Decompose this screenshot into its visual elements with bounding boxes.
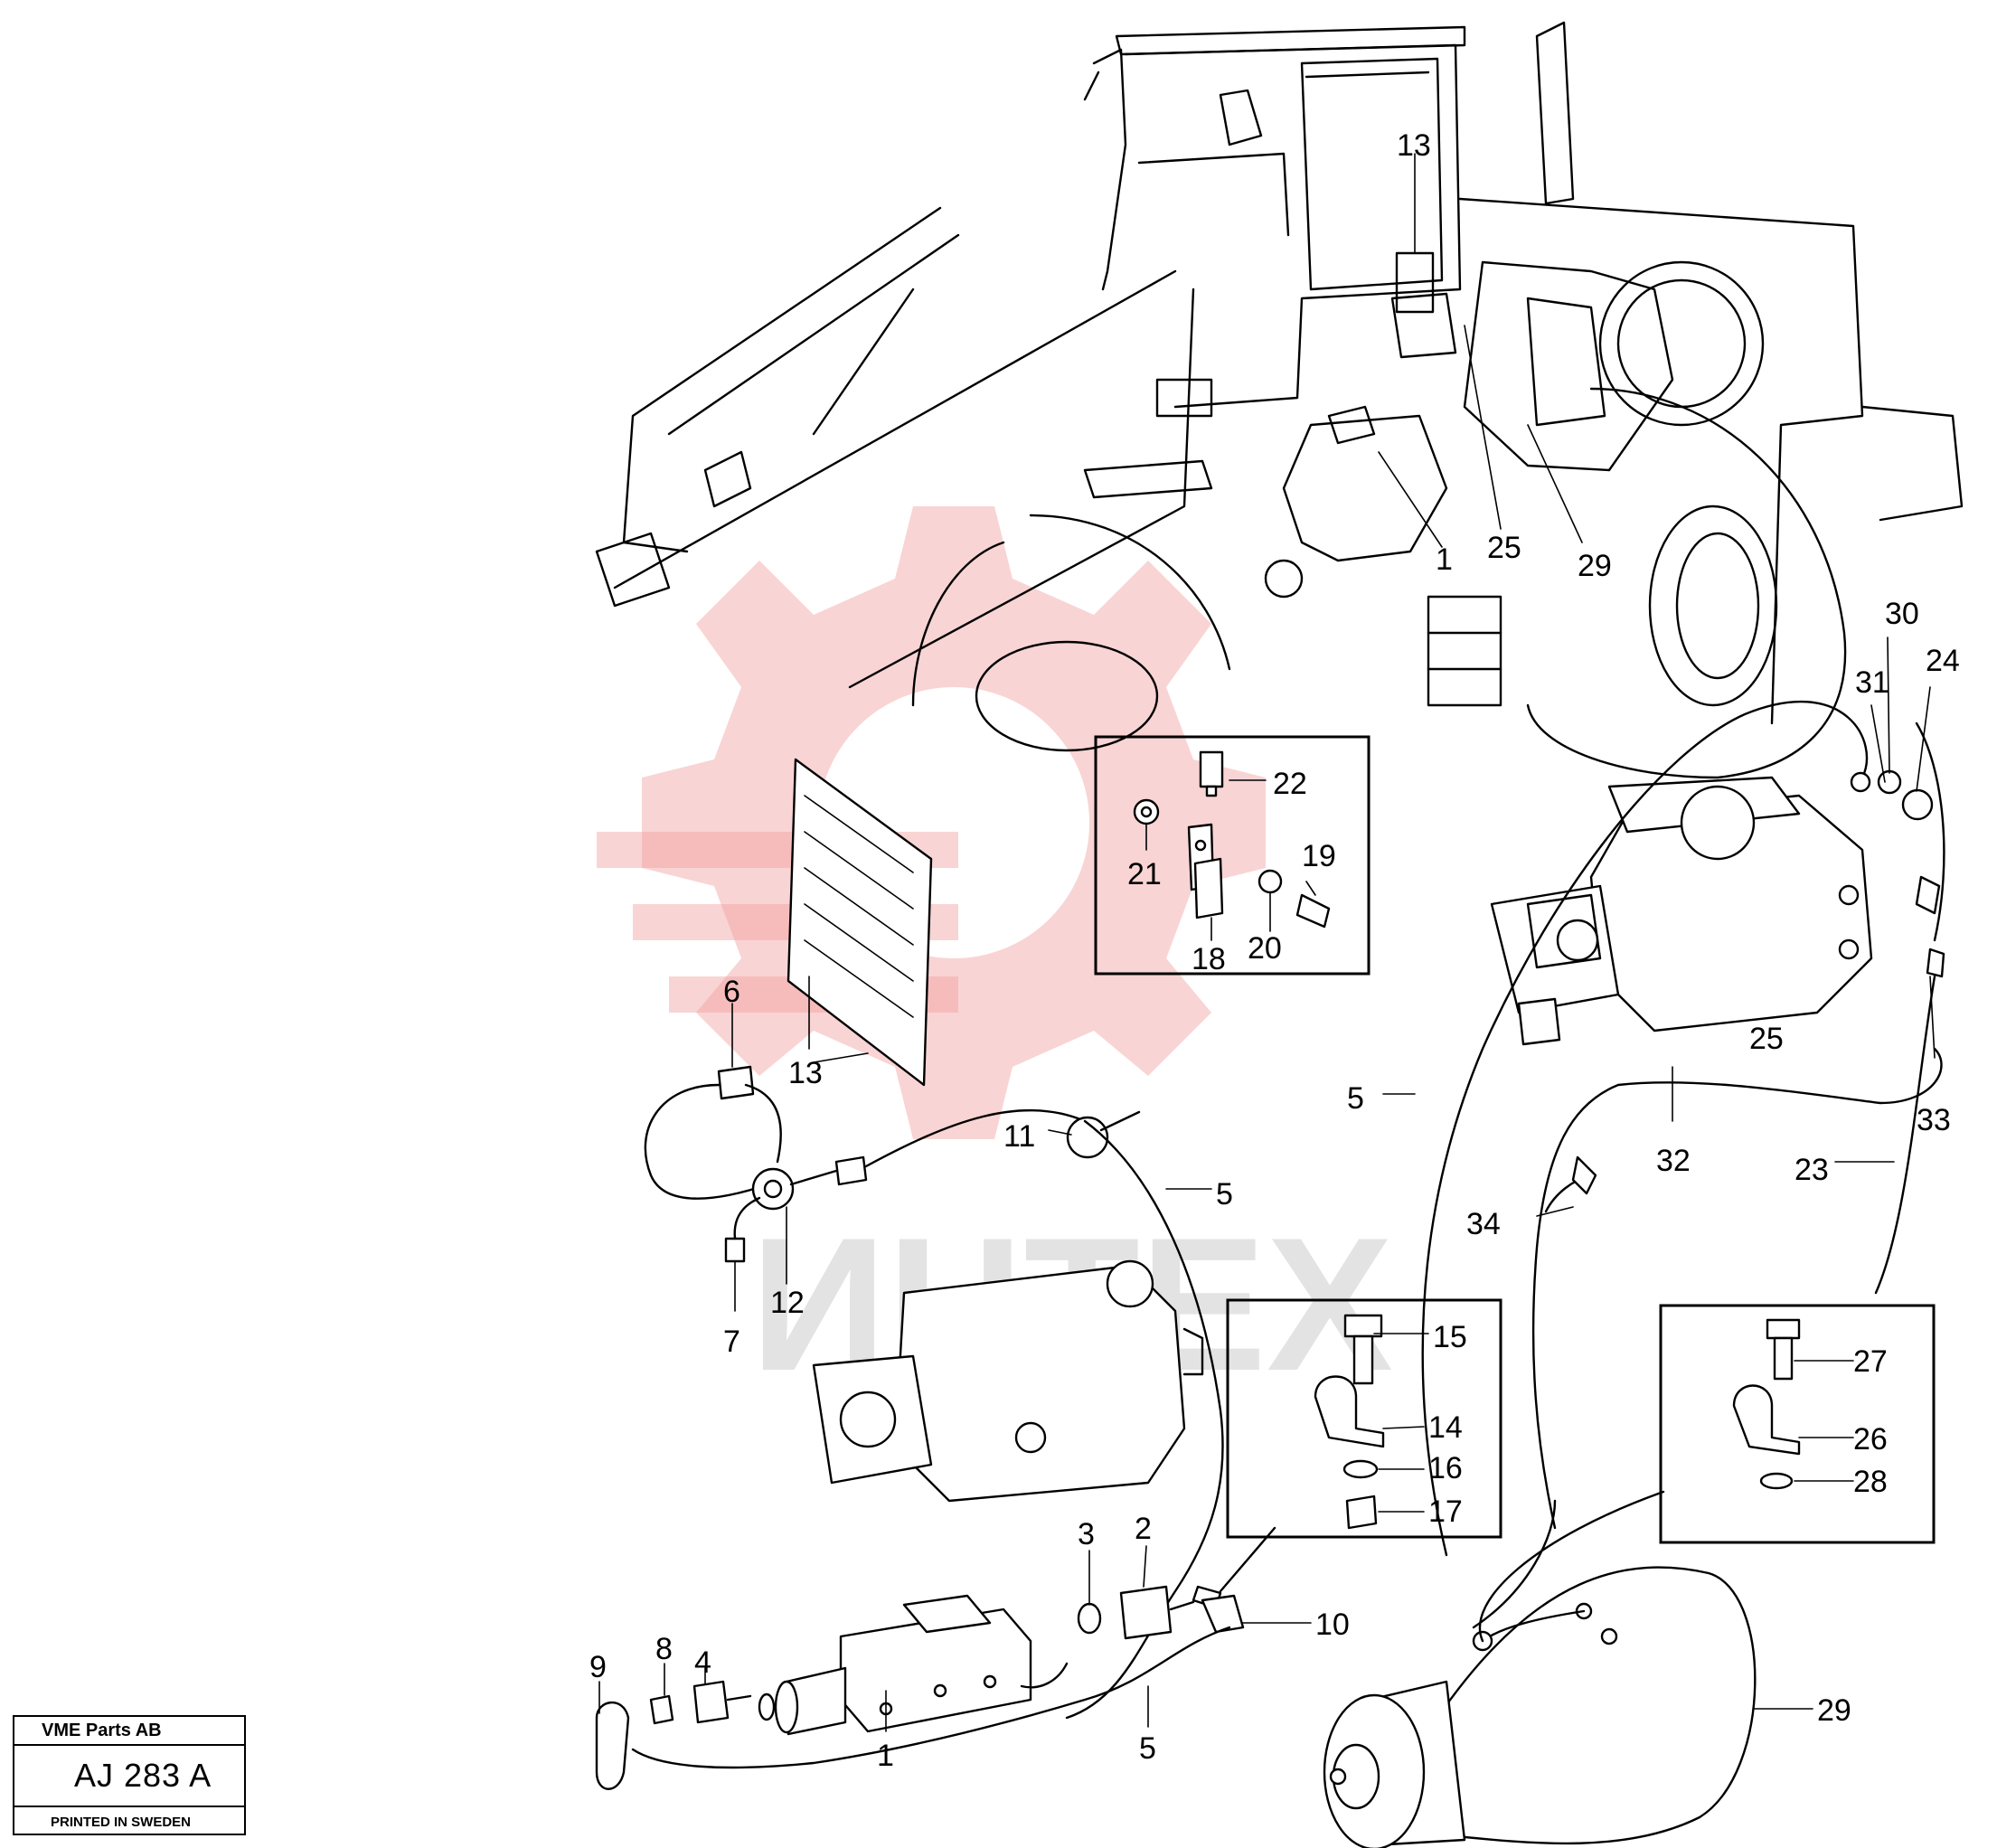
callout-5-a: 5 (1216, 1177, 1233, 1212)
callout-14: 14 (1428, 1410, 1463, 1445)
callout-13-top: 13 (1397, 128, 1431, 163)
box-parts-14-17 (1314, 1314, 1385, 1530)
callout-12: 12 (770, 1286, 805, 1320)
stamp-company: VME Parts AB (14, 1717, 244, 1746)
detail-box-14-17 (1226, 1298, 1502, 1539)
callout-2: 2 (1135, 1512, 1152, 1546)
callout-22: 22 (1273, 767, 1307, 801)
callout-11: 11 (1003, 1119, 1035, 1154)
callout-9: 9 (589, 1650, 607, 1684)
callout-1-bottom: 1 (877, 1739, 894, 1773)
callout-1-top: 1 (1436, 542, 1453, 577)
callout-19: 19 (1302, 839, 1336, 873)
callout-20: 20 (1248, 931, 1282, 966)
callout-5-c: 5 (1139, 1731, 1156, 1766)
callout-25-top: 25 (1487, 531, 1521, 565)
callout-16: 16 (1428, 1451, 1463, 1485)
callout-28: 28 (1853, 1465, 1888, 1499)
box-parts-26-28 (1732, 1318, 1801, 1490)
callout-3: 3 (1078, 1517, 1095, 1551)
callout-8: 8 (655, 1632, 673, 1666)
control-valve (774, 1594, 1032, 1736)
detail-box-18-22 (1094, 735, 1371, 976)
cable-harness-right (1421, 701, 1945, 1629)
callout-15: 15 (1433, 1320, 1467, 1354)
starter-motor-25 (1490, 776, 1873, 1046)
callout-24: 24 (1926, 644, 1960, 678)
callout-34: 34 (1466, 1207, 1501, 1241)
callout-31: 31 (1855, 665, 1889, 700)
callout-30: 30 (1885, 597, 1919, 631)
callout-21: 21 (1127, 857, 1162, 891)
sensor-parts-bottom (595, 1585, 1245, 1790)
callout-7: 7 (723, 1325, 740, 1359)
callout-10: 10 (1315, 1608, 1350, 1642)
callout-29-bottom: 29 (1817, 1693, 1851, 1728)
callout-23: 23 (1794, 1153, 1829, 1187)
starter-motor-29 (1323, 1566, 1757, 1848)
callout-32: 32 (1656, 1144, 1691, 1178)
callout-25-motor: 25 (1749, 1022, 1784, 1056)
detail-box-26-28 (1659, 1304, 1936, 1544)
callout-4: 4 (694, 1645, 711, 1680)
callout-18: 18 (1192, 942, 1226, 976)
label-plate-13 (787, 758, 933, 1087)
callout-6: 6 (723, 975, 740, 1009)
callout-5-b: 5 (1347, 1081, 1364, 1116)
callout-13-board: 13 (788, 1056, 823, 1090)
title-stamp: VME Parts AB AJ 283 A PRINTED IN SWEDEN (13, 1715, 246, 1835)
box-parts-18-22 (1133, 750, 1331, 929)
wheel-loader-drawing (595, 21, 1964, 779)
sensor-harness (644, 1065, 1224, 1720)
callout-29-top: 29 (1578, 549, 1612, 583)
stamp-printed: PRINTED IN SWEDEN (51, 1815, 192, 1830)
hydraulic-pump (812, 1259, 1204, 1503)
callout-26: 26 (1853, 1422, 1888, 1457)
stamp-code: AJ 283 A (14, 1746, 244, 1807)
callout-27: 27 (1853, 1344, 1888, 1379)
callout-17: 17 (1428, 1494, 1463, 1529)
callout-33: 33 (1917, 1103, 1951, 1137)
